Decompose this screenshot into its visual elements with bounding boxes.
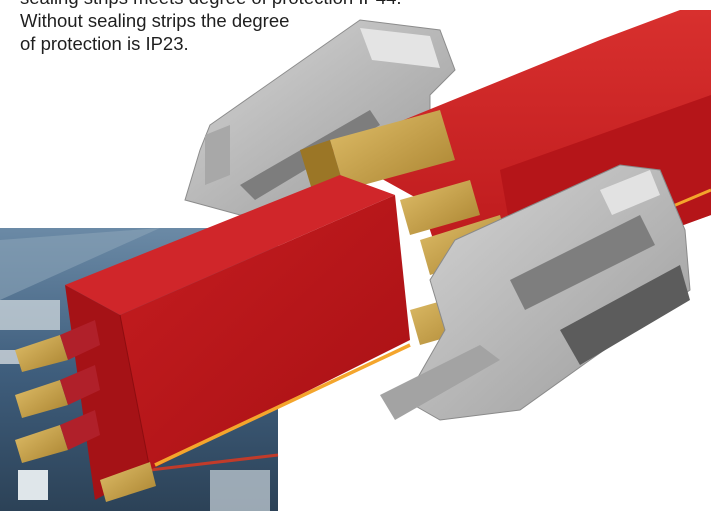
caption-line-1: sealing strips meets degree of protectio… xyxy=(20,0,540,9)
caption-line-3: of protection is IP23. xyxy=(20,33,189,54)
caption-text: sealing strips meets degree of protectio… xyxy=(20,0,540,55)
caption-line-2: Without sealing strips the degree xyxy=(20,10,290,31)
front-clamp xyxy=(380,164,691,421)
front-conductor-tips xyxy=(15,320,156,502)
